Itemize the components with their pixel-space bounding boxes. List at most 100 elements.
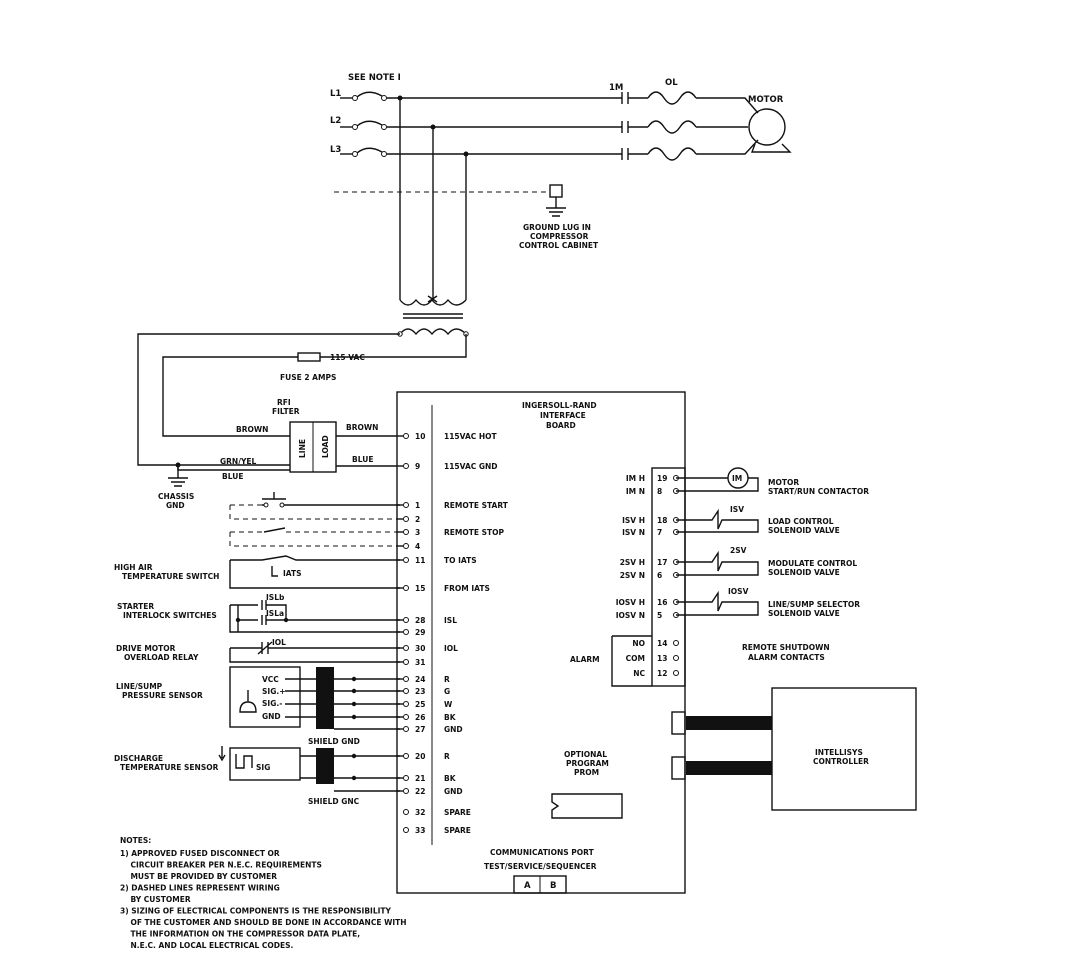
left-terminal: 25 W: [396, 700, 453, 709]
iol-contact: [229, 641, 400, 663]
terminal-number: 5: [657, 611, 662, 620]
board-title3: BOARD: [546, 421, 576, 430]
comm-label2: TEST/SERVICE/SEQUENCER: [484, 862, 597, 871]
grn-label: GRN/YEL: [220, 457, 257, 466]
port-b-label: B: [550, 881, 556, 891]
mod-sv-label2: SOLENOID VALVE: [768, 568, 840, 577]
terminal-screw: [403, 788, 409, 794]
shield-block-2: [316, 748, 334, 784]
terminal-label: R: [444, 752, 450, 761]
terminal-screw: [403, 557, 409, 563]
terminal-number: 25: [415, 700, 425, 709]
im-coil-label: IM: [732, 474, 742, 483]
terminal-label: 115VAC GND: [444, 462, 498, 471]
terminal-screw: [403, 543, 409, 549]
comm-port[interactable]: A B: [513, 875, 567, 894]
terminal-number: 13: [657, 654, 667, 663]
ground-lug-icon: [546, 184, 566, 217]
power-section: SEE NOTE I L1 L2 L3 1M OL: [137, 73, 792, 466]
sig-minus-label: SIG.-: [262, 699, 282, 708]
note-line: OF THE CUSTOMER AND SHOULD BE DONE IN AC…: [120, 918, 407, 927]
ground-lug-line2: COMPRESSOR: [530, 232, 589, 241]
remote-shutdown-label2: ALARM CONTACTS: [748, 653, 825, 662]
see-note-label: SEE NOTE I: [348, 73, 401, 83]
motor-label: MOTOR: [748, 95, 784, 105]
left-terminal: 31: [396, 658, 425, 667]
terminal-number: 2: [415, 515, 420, 524]
note-line: 1) APPROVED FUSED DISCONNECT OR: [120, 849, 280, 858]
terminal-number: 31: [415, 658, 425, 667]
motor-contactor-label2: START/RUN CONTACTOR: [768, 487, 869, 496]
shield-block-1: [316, 667, 334, 729]
optional-label2: PROGRAM: [566, 759, 609, 768]
ground-lug-line1: GROUND LUG IN: [523, 223, 591, 232]
terminal-number: 23: [415, 687, 425, 696]
terminal-number: 26: [415, 713, 425, 722]
gnd-label: GND: [262, 712, 281, 721]
vcc-label: VCC: [262, 675, 279, 684]
l2-label: L2: [330, 116, 341, 126]
terminal-name: IOSV H: [616, 598, 645, 607]
terminal-screw: [403, 714, 409, 720]
terminal-screw: [403, 502, 409, 508]
rfi-title1: RFI: [277, 398, 291, 407]
blue-right-label: BLUE: [352, 455, 373, 464]
brown-right-label: BROWN: [346, 423, 378, 432]
overload-heaters: [647, 91, 697, 161]
blue-left-label: BLUE: [222, 472, 243, 481]
terminal-screw: [403, 629, 409, 635]
terminal-name: COM: [626, 654, 645, 663]
terminal-number: 11: [415, 556, 425, 565]
chassis-label1: CHASSIS: [158, 492, 194, 501]
terminal-label: 115VAC HOT: [444, 432, 498, 441]
terminal-label: W: [444, 700, 453, 709]
optional-label3: PROM: [574, 768, 599, 777]
notes-title: NOTES:: [120, 836, 151, 845]
terminal-number: 3: [415, 528, 420, 537]
terminal-label: GND: [444, 787, 463, 796]
islb-label: ISLb: [266, 593, 285, 602]
terminal-screw: [403, 688, 409, 694]
terminal-name: ISV N: [622, 528, 645, 537]
controller-label2: CONTROLLER: [813, 757, 869, 766]
terminal-screw: [403, 433, 409, 439]
high-air-label1: HIGH AIR: [114, 563, 153, 572]
solenoid-2sv: 2SV: [676, 546, 759, 576]
terminal-screw: [673, 640, 679, 646]
motor-contactor-label1: MOTOR: [768, 478, 799, 487]
terminal-number: 30: [415, 644, 425, 653]
terminal-label: R: [444, 675, 450, 684]
terminal-screw: [403, 617, 409, 623]
iol-contact-label: IOL: [272, 638, 286, 647]
l1-label: L1: [330, 89, 341, 99]
terminal-number: 22: [415, 787, 425, 796]
starter-label2: INTERLOCK SWITCHES: [123, 611, 217, 620]
rfi-filter: RFI FILTER LINE LOAD BROWN BROWN GRN/YEL…: [158, 398, 396, 510]
alarm-label: ALARM: [570, 655, 600, 664]
line-sump-label2: PRESSURE SENSOR: [122, 691, 203, 700]
terminal-label: BK: [444, 713, 457, 722]
terminal-number: 32: [415, 808, 425, 817]
board-title2: INTERFACE: [540, 411, 586, 420]
isv-label: ISV: [730, 505, 744, 514]
starter-label1: STARTER: [117, 602, 154, 611]
terminal-label: REMOTE STOP: [444, 528, 504, 537]
filter-load-label: LOAD: [321, 435, 330, 458]
rfi-title2: FILTER: [272, 407, 300, 416]
fuse-label: FUSE 2 AMPS: [280, 373, 336, 382]
